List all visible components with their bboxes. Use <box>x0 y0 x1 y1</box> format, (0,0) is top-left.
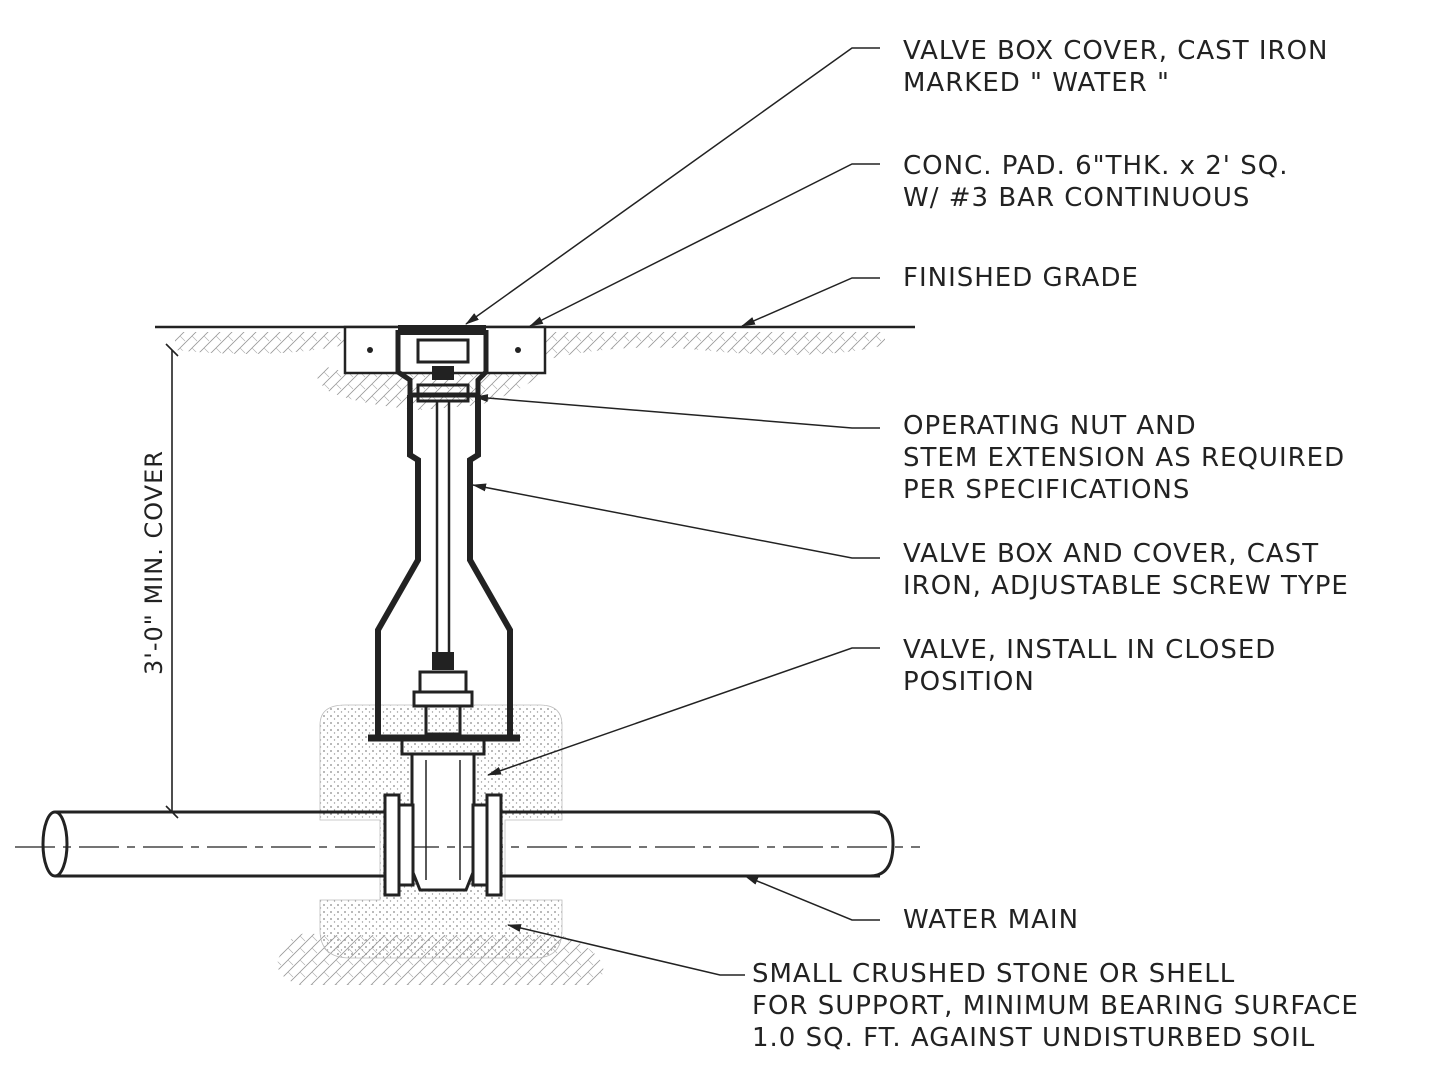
leader-lines <box>465 47 880 976</box>
leader-valve-box <box>472 483 880 559</box>
callout-line: PER SPECIFICATIONS <box>903 475 1191 505</box>
leader-crushed-stone <box>507 924 745 976</box>
callout-line: MARKED " WATER " <box>903 68 1170 98</box>
leader-water-main <box>744 875 880 921</box>
leader-conc-pad <box>529 163 880 327</box>
callout-line: SMALL CRUSHED STONE OR SHELL <box>752 959 1236 989</box>
callout-valve-box-cover: VALVE BOX COVER, CAST IRON MARKED " WATE… <box>903 35 1328 99</box>
valve-bonnet <box>400 670 486 756</box>
callout-line: VALVE, INSTALL IN CLOSED <box>903 635 1277 665</box>
callout-line: POSITION <box>903 667 1035 697</box>
leader-valve-box-cover <box>465 47 880 325</box>
callout-line: STEM EXTENSION AS REQUIRED <box>903 443 1346 473</box>
leader-valve <box>487 647 880 776</box>
leader-finished-grade <box>741 277 880 327</box>
valve-box-body <box>368 395 520 742</box>
valve-flanges <box>383 793 503 897</box>
water-main-pipe <box>15 810 920 878</box>
callout-line: WATER MAIN <box>903 905 1080 935</box>
valve-box-top <box>395 325 489 403</box>
leader-operating-nut <box>474 394 880 429</box>
callout-water-main: WATER MAIN <box>903 904 1079 936</box>
cover-dimension-label: 3'-0" MIN. COVER <box>140 450 168 675</box>
callout-line: OPERATING NUT AND <box>903 411 1197 441</box>
callout-conc-pad: CONC. PAD. 6"THK. x 2' SQ. W/ #3 BAR CON… <box>903 150 1288 214</box>
callout-finished-grade: FINISHED GRADE <box>903 262 1139 294</box>
callout-line: FOR SUPPORT, MINIMUM BEARING SURFACE <box>752 991 1359 1021</box>
callout-valve-box: VALVE BOX AND COVER, CAST IRON, ADJUSTAB… <box>903 538 1349 602</box>
callout-line: FINISHED GRADE <box>903 263 1139 293</box>
callout-operating-nut: OPERATING NUT AND STEM EXTENSION AS REQU… <box>903 410 1345 506</box>
valve-body <box>410 752 476 892</box>
callout-line: VALVE BOX COVER, CAST IRON <box>903 36 1329 66</box>
callout-line: W/ #3 BAR CONTINUOUS <box>903 183 1251 213</box>
callout-line: IRON, ADJUSTABLE SCREW TYPE <box>903 571 1349 601</box>
callout-crushed-stone: SMALL CRUSHED STONE OR SHELL FOR SUPPORT… <box>752 958 1359 1054</box>
stem-extension <box>432 400 454 670</box>
callout-line: VALVE BOX AND COVER, CAST <box>903 539 1320 569</box>
callout-valve: VALVE, INSTALL IN CLOSED POSITION <box>903 634 1276 698</box>
callout-line: CONC. PAD. 6"THK. x 2' SQ. <box>903 151 1289 181</box>
callout-line: 1.0 SQ. FT. AGAINST UNDISTURBED SOIL <box>752 1023 1316 1053</box>
